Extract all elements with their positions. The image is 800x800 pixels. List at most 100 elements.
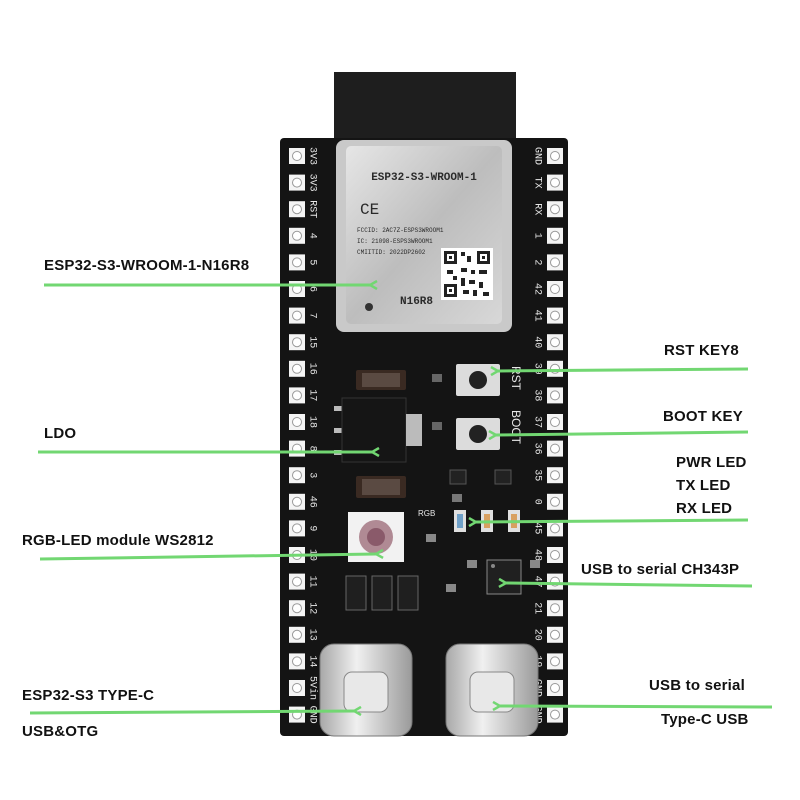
left-pin-hole bbox=[292, 656, 302, 667]
right-pin-hole bbox=[550, 470, 560, 481]
pin1-dot bbox=[365, 303, 373, 311]
arrow-rgb bbox=[39, 554, 376, 561]
right-pin-label: 35 bbox=[532, 469, 543, 481]
left-pin-label: 7 bbox=[307, 313, 318, 319]
right-pin-hole bbox=[550, 496, 560, 507]
left-pin-label: 3 bbox=[307, 472, 318, 478]
callout-typec-line1: ESP32-S3 TYPE-C bbox=[22, 687, 155, 704]
left-pin-hole bbox=[292, 603, 302, 614]
ce-mark: CE bbox=[360, 201, 379, 219]
left-pin-label: 5Vin bbox=[307, 676, 319, 700]
left-pin-label: GND bbox=[307, 706, 318, 724]
right-pin-hole bbox=[550, 310, 560, 321]
left-pin-label: 3V3 bbox=[307, 174, 318, 192]
left-pin-label: 46 bbox=[307, 496, 318, 508]
left-pin-label: 12 bbox=[307, 602, 318, 614]
left-pin-label: 14 bbox=[307, 655, 318, 667]
left-pin-hole bbox=[292, 257, 302, 268]
left-pin-label: 8 bbox=[307, 446, 318, 452]
left-pin-hole bbox=[292, 151, 302, 161]
rgb-silk: RGB bbox=[418, 509, 435, 518]
left-pin-hole bbox=[292, 363, 302, 374]
arrow-rst bbox=[498, 369, 749, 371]
boot-key[interactable] bbox=[456, 418, 500, 450]
callout-typec-line2: USB&OTG bbox=[22, 723, 99, 740]
left-pin-hole bbox=[292, 576, 302, 587]
right-pin-label: 38 bbox=[532, 389, 543, 401]
left-pin-hole bbox=[292, 390, 302, 401]
boot-silk: BOOT bbox=[509, 410, 523, 445]
callout-tx-led: TX LED bbox=[676, 477, 731, 494]
right-pin-label: 21 bbox=[532, 602, 543, 614]
callout-serial-line2: Type-C USB bbox=[661, 711, 749, 728]
right-pin-label: 36 bbox=[532, 443, 543, 455]
callout-pwr-led: PWR LED bbox=[676, 454, 747, 471]
components bbox=[345, 370, 540, 611]
left-pin-label: 15 bbox=[307, 336, 318, 348]
left-pin-label: 18 bbox=[307, 416, 318, 428]
left-pin-hole bbox=[292, 230, 302, 241]
right-pin-hole bbox=[550, 390, 560, 401]
right-pin-hole bbox=[550, 550, 560, 560]
right-pin-label: 42 bbox=[532, 283, 543, 295]
left-pin-hole bbox=[292, 417, 302, 427]
callout-ch343: USB to serial CH343P bbox=[581, 561, 740, 578]
arrow-ch343 bbox=[506, 583, 753, 586]
left-pin-hole bbox=[292, 337, 302, 348]
arrow-leds bbox=[476, 520, 749, 522]
right-pin-hole bbox=[550, 151, 560, 161]
left-pin-hole bbox=[292, 177, 302, 188]
right-pin-hole bbox=[550, 337, 560, 348]
callout-rst: RST KEY8 bbox=[664, 342, 739, 359]
left-pin-hole bbox=[292, 470, 302, 481]
right-pin-hole bbox=[550, 603, 560, 614]
left-pin-label: 17 bbox=[307, 389, 318, 401]
right-pin-label: 48 bbox=[532, 549, 543, 561]
left-pin-label: RST bbox=[307, 200, 318, 218]
right-pin-label: 0 bbox=[532, 499, 543, 505]
right-pin-hole bbox=[550, 629, 560, 640]
right-pin-label: 41 bbox=[532, 310, 543, 322]
left-pin-label: 5 bbox=[307, 259, 318, 265]
left-pin-label: 3V3 bbox=[307, 147, 318, 165]
right-pin-hole bbox=[550, 683, 560, 693]
esp32-module: ESP32-S3-WROOM-1 CE FCCID: 2AC7Z-ESPS3WR… bbox=[336, 140, 512, 332]
left-pin-header: 3V33V3RST4567151617188346910111213145Vin… bbox=[289, 147, 319, 724]
callout-module: ESP32-S3-WROOM-1-N16R8 bbox=[44, 257, 250, 274]
left-pin-label: 9 bbox=[307, 525, 318, 531]
callout-ldo: LDO bbox=[44, 425, 77, 442]
right-pin-hole bbox=[550, 656, 560, 667]
callout-serial-line1: USB to serial bbox=[649, 677, 745, 694]
callout-arrows bbox=[29, 285, 773, 713]
right-pin-label: 40 bbox=[532, 336, 543, 348]
left-pin-label: 16 bbox=[307, 363, 318, 375]
right-pin-label: 47 bbox=[532, 576, 543, 588]
right-pin-hole bbox=[550, 204, 560, 215]
right-pin-hole bbox=[550, 709, 560, 720]
left-pin-hole bbox=[292, 310, 302, 321]
right-pin-header: GNDTXRX1242414039383736350454847212019GN… bbox=[532, 147, 563, 724]
left-pin-hole bbox=[292, 204, 302, 215]
arrow-typec-right bbox=[500, 706, 773, 707]
callout-boot: BOOT KEY bbox=[663, 408, 743, 425]
left-pin-hole bbox=[292, 496, 302, 507]
right-pin-label: RX bbox=[532, 203, 543, 215]
left-pin-label: 6 bbox=[307, 286, 318, 292]
right-pin-hole bbox=[550, 177, 560, 188]
right-pin-label: 1 bbox=[532, 233, 543, 239]
usb-c-left[interactable] bbox=[319, 643, 413, 737]
right-pin-label: 2 bbox=[532, 259, 543, 265]
module-title: ESP32-S3-WROOM-1 bbox=[371, 172, 477, 184]
callout-rx-led: RX LED bbox=[676, 500, 733, 517]
rst-key[interactable] bbox=[456, 364, 500, 396]
right-pin-label: GND bbox=[532, 147, 543, 165]
left-pin-label: 11 bbox=[307, 576, 318, 588]
callout-rgb: RGB-LED module WS2812 bbox=[22, 532, 214, 549]
arrow-typec-left bbox=[29, 711, 354, 713]
module-cmiit: CMIITID: 2022DP2602 bbox=[357, 249, 426, 256]
module-fcc: FCCID: 2AC7Z-ESPS3WROOM1 bbox=[357, 227, 444, 234]
usb-c-right[interactable] bbox=[445, 643, 539, 737]
right-pin-hole bbox=[550, 417, 560, 427]
antenna bbox=[334, 72, 516, 142]
